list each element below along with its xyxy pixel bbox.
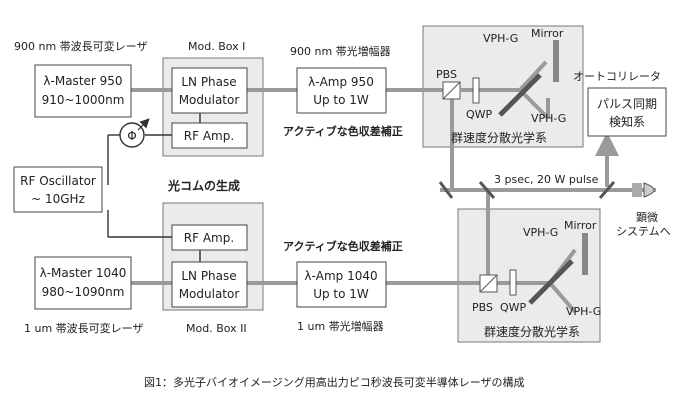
top-rf-amp-box	[171, 122, 248, 149]
top-laser-box	[34, 64, 132, 118]
top-chromatic-label: アクティブな色収差補正	[283, 124, 403, 138]
top-pbs-label: PBS	[436, 68, 457, 81]
bottom-pbs-diagonal	[479, 274, 498, 293]
top-vph-grating-1	[498, 73, 542, 117]
top-mirror-label: Mirror	[531, 27, 564, 40]
bottom-laser-model: λ-Master 1040	[40, 266, 127, 280]
top-laser-model: λ-Master 950	[43, 74, 122, 88]
bottom-qwp	[509, 269, 517, 296]
top-ln-modulator-box	[171, 67, 248, 114]
top-optics-title: 群速度分散光学系	[451, 130, 547, 145]
phase-shifter-symbol: Φ	[127, 129, 136, 143]
top-qwp-label: QWP	[466, 108, 493, 121]
mod-box-1-title: Mod. Box I	[188, 40, 245, 53]
bottom-vph-grating-1	[528, 259, 574, 305]
bottom-pbs-label: PBS	[472, 301, 493, 314]
rf-oscillator-line1: RF Oscillator	[20, 174, 96, 188]
bottom-ln-line2: Modulator	[179, 287, 240, 301]
pickoff-mirror	[598, 181, 616, 199]
bottom-rf-amp-label: RF Amp.	[184, 231, 234, 245]
bottom-amp-box	[296, 261, 387, 308]
figure-caption: 図1：多光子バイオイメージング用高出力ピコ秒波長可変半導体レーザの構成	[144, 375, 525, 389]
bottom-vph-g-top-label: VPH-G	[523, 226, 558, 239]
bottom-laser-range: 980~1090nm	[42, 285, 125, 299]
top-amp-power: Up to 1W	[313, 93, 369, 107]
mod-box-2-title: Mod. Box II	[186, 322, 247, 335]
pulse-sync-box	[587, 87, 667, 137]
top-rf-amp-label: RF Amp.	[184, 129, 234, 143]
output-lens	[643, 182, 655, 198]
comb-generation-label: 光コムの生成	[167, 178, 240, 193]
top-pbs-diagonal	[442, 81, 461, 100]
output-port	[632, 183, 642, 197]
bottom-rf-amp-box	[171, 224, 248, 251]
top-ln-line1: LN Phase	[181, 75, 236, 89]
combine-mirror-2	[478, 181, 496, 199]
bottom-ln-line1: LN Phase	[181, 269, 236, 283]
autocorrelator-label: オートコリレータ	[573, 70, 661, 83]
bottom-chromatic-label: アクティブな色収差補正	[283, 239, 403, 253]
top-vph-g-bottom-label: VPH-G	[531, 112, 566, 125]
top-ln-line2: Modulator	[179, 93, 240, 107]
phase-shifter	[119, 122, 145, 148]
bottom-ln-modulator-box	[171, 261, 248, 308]
pulse-label: 3 psec, 20 W pulse	[494, 173, 599, 186]
bottom-qwp-label: QWP	[500, 301, 527, 314]
top-vph-g-top-label: VPH-G	[483, 32, 518, 45]
combine-mirror-1	[438, 181, 454, 199]
microscope-line2: システムへ	[616, 225, 671, 238]
bottom-amp-label: 1 um 帯光増幅器	[297, 319, 384, 333]
top-amp-box	[296, 67, 387, 114]
top-amp-model: λ-Amp 950	[308, 75, 374, 89]
rf-oscillator-box	[13, 166, 103, 213]
bottom-vph-g-bottom-label: VPH-G	[566, 305, 601, 318]
bottom-laser-box	[34, 256, 132, 310]
bottom-mirror	[582, 233, 588, 275]
phase-shifter-arrow	[137, 118, 150, 131]
rf-oscillator-line2: ~ 10GHz	[31, 192, 85, 206]
bottom-laser-label: 1 um 帯波長可変レーザ	[24, 321, 143, 335]
top-amp-label: 900 nm 帯光増幅器	[290, 44, 391, 58]
top-qwp	[472, 77, 480, 104]
bottom-optics-title: 群速度分散光学系	[484, 324, 580, 339]
bottom-amp-power: Up to 1W	[313, 287, 369, 301]
microscope-line1: 顕微	[636, 210, 658, 224]
pulse-sync-line2: 検知系	[609, 115, 645, 129]
top-laser-range: 910~1000nm	[42, 93, 125, 107]
top-mirror	[553, 40, 559, 82]
bottom-mirror-label: Mirror	[564, 219, 597, 232]
top-laser-label: 900 nm 帯波長可変レーザ	[14, 39, 147, 53]
pulse-sync-line1: パルス同期	[597, 97, 657, 111]
bottom-amp-model: λ-Amp 1040	[304, 269, 377, 283]
